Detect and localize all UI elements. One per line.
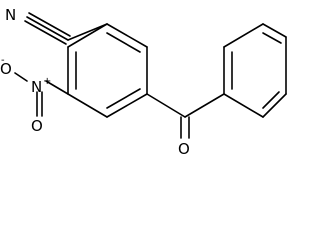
nitro-nitrogen-charge: +	[43, 76, 51, 87]
structure-diagram: N N + O - O O	[0, 6, 287, 156]
nitro-oxygen-label-bottom: O	[31, 117, 43, 135]
ring1-bond-top-inner	[106, 32, 141, 53]
ring1-bond-top-left	[67, 23, 108, 48]
nitrile-nitrogen-label: N	[5, 6, 16, 24]
carbonyl-oxygen-label: O	[178, 140, 190, 156]
nitro-oxygen-label-top: O	[0, 60, 12, 78]
ring2-bond-3-inner	[262, 32, 282, 44]
nitro-nitrogen-label: N	[31, 78, 42, 96]
carbonyl-left-bond	[146, 93, 186, 118]
nitro-connector-bond	[45, 80, 69, 95]
ring2-bond-5	[262, 93, 287, 118]
nitrile-connector-bond	[67, 23, 108, 41]
nitro-oxygen-charge: -	[1, 55, 5, 66]
ring1-bond-bottom-right-inner	[106, 88, 141, 109]
nitro-oxygen-single-bond	[14, 72, 28, 82]
ring1-bond-top	[106, 23, 148, 48]
nitrile-triple-bond-lower	[24, 20, 67, 45]
nitrile-triple-bond-upper	[28, 12, 71, 37]
ring2-bond-6	[223, 93, 264, 118]
carbonyl-right-bond	[184, 93, 225, 118]
ring2-bond-3	[262, 23, 287, 38]
ring1-bond-bottom-left	[67, 93, 108, 118]
ring2-bond-2	[223, 23, 264, 48]
nitrile-triple-bond	[26, 16, 69, 41]
molecule-drawing: N N + O - O O	[0, 6, 287, 156]
ring1-bond-bottom-right	[106, 93, 148, 118]
ring2-bond-5-inner	[262, 91, 280, 109]
